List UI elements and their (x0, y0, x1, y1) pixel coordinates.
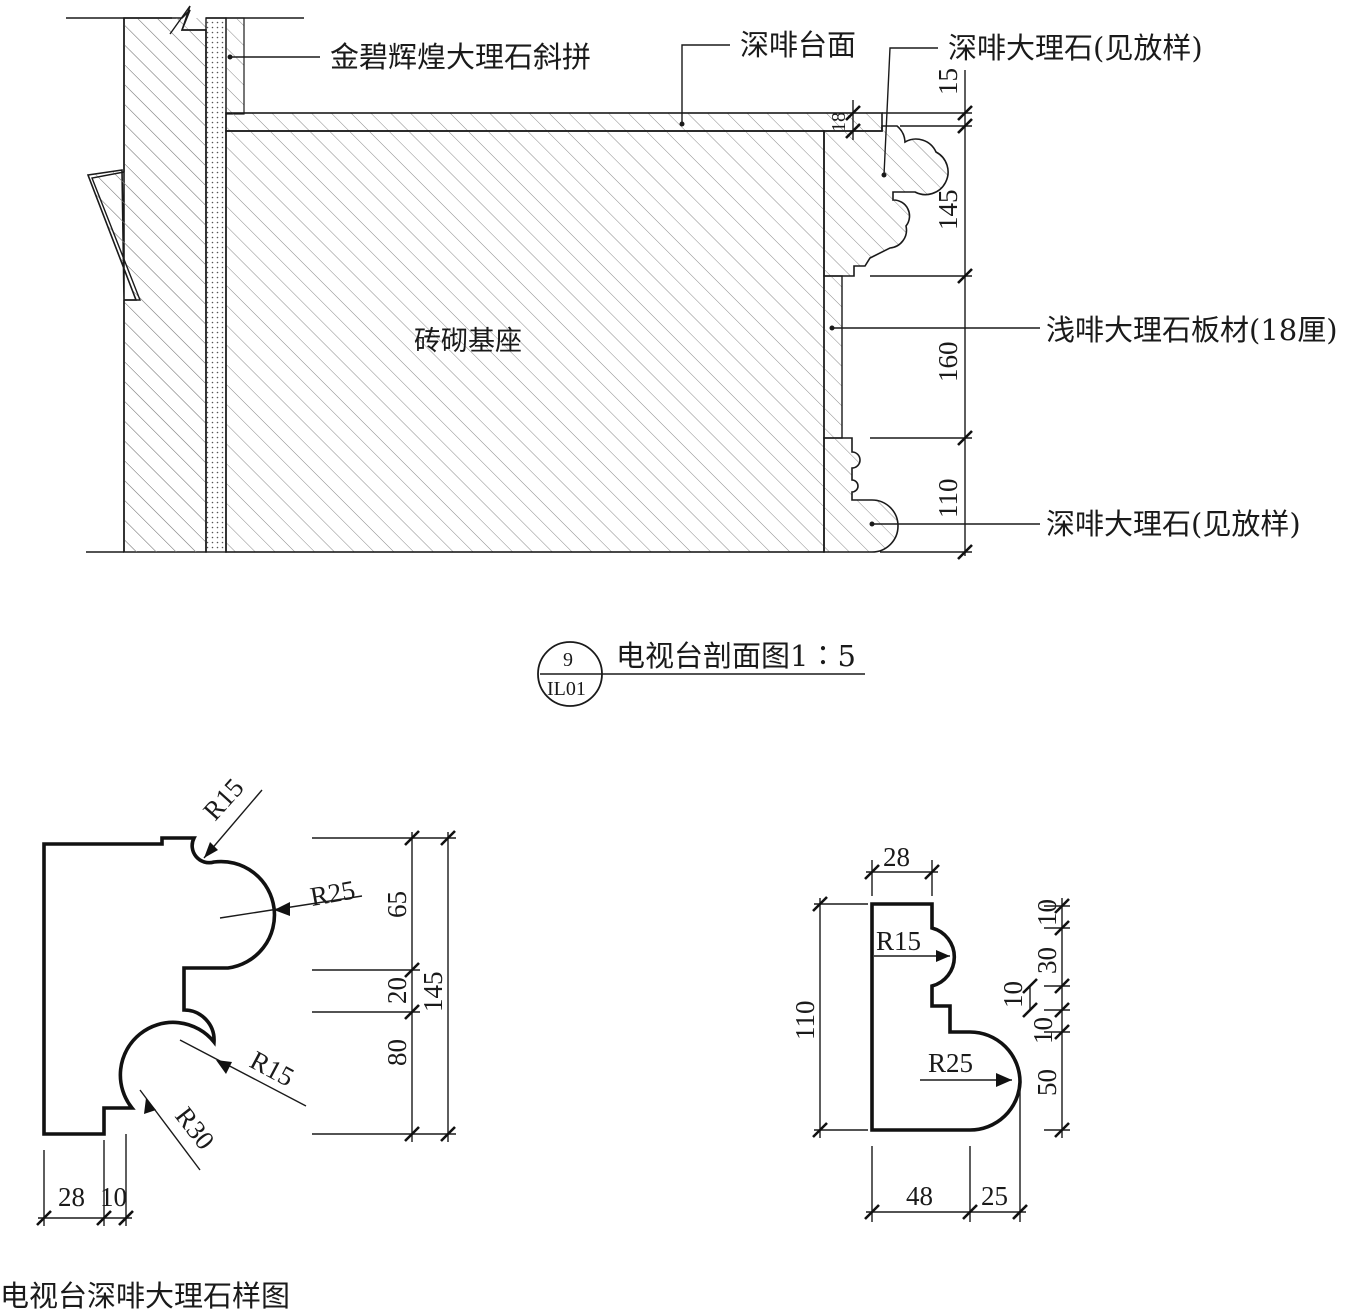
dim-15: 15 (933, 68, 963, 95)
left-dim-65: 65 (382, 891, 412, 918)
label-panel: 浅啡大理石板材(18厘) (1046, 313, 1338, 347)
counter-top-slab (225, 112, 883, 132)
profile-left-outline (42, 836, 277, 1136)
left-radius-1: R15 (197, 772, 249, 826)
right-dim-48: 48 (906, 1181, 933, 1211)
right-dim-50: 50 (1032, 1069, 1062, 1096)
profile-right-outline (870, 902, 1022, 1132)
left-dim-20: 20 (382, 977, 412, 1004)
left-radius-3: R15 (245, 1045, 299, 1093)
detail-bubble-sheet: IL01 (547, 678, 586, 700)
detail-bubble-number: 9 (563, 649, 573, 671)
label-wall-finish: 金碧辉煌大理石斜拼 (330, 40, 591, 74)
right-radius-1: R15 (876, 926, 921, 956)
dim-145: 145 (933, 190, 963, 231)
section-title-text: 电视台剖面图1∶5 (616, 639, 856, 673)
label-counter-top: 深啡台面 (740, 28, 856, 62)
right-dim-10b: 10 (998, 981, 1028, 1008)
left-dim-10: 10 (100, 1182, 127, 1212)
profile-right: 28 R15 R25 110 10 30 10 (790, 842, 1070, 1222)
left-radius-2: R25 (308, 875, 358, 912)
right-dim-110: 110 (790, 1001, 820, 1041)
left-dim-28: 28 (58, 1182, 85, 1212)
top-molding-section (823, 125, 949, 277)
left-dim-80: 80 (382, 1039, 412, 1066)
right-dim-10a: 10 (1032, 899, 1062, 926)
right-radius-2: R25 (928, 1048, 973, 1078)
left-dim-145: 145 (418, 972, 448, 1013)
panel-section (823, 275, 843, 439)
section-title: 9 IL01 电视台剖面图1∶5 (537, 639, 865, 707)
right-dim-25: 25 (981, 1181, 1008, 1211)
label-brick-base: 砖砌基座 (414, 326, 522, 357)
wall-body (92, 18, 206, 552)
right-dim-28: 28 (883, 842, 910, 872)
wall-finish-layer (205, 17, 227, 553)
dim-160: 160 (933, 342, 963, 383)
label-top-molding: 深啡大理石(见放样) (948, 31, 1203, 65)
profile-left: R15 R25 R15 R30 65 20 80 145 28 10 (36, 772, 456, 1226)
profile-caption: 电视台深啡大理石样图 (0, 1279, 290, 1313)
right-dim-10c: 10 (1028, 1017, 1058, 1044)
dim-110: 110 (933, 479, 963, 519)
left-radius-4: R30 (169, 1101, 220, 1155)
brick-base (225, 130, 825, 553)
section-drawing: 金碧辉煌大理石斜拼 深啡台面 深啡大理石(见放样) 浅啡大理石板材(18厘) 深… (66, 5, 1338, 560)
right-dim-30: 30 (1032, 947, 1062, 974)
label-bottom-molding: 深啡大理石(见放样) (1046, 507, 1301, 541)
bottom-molding-section (823, 437, 899, 553)
dim-top-thickness: 18 (828, 112, 850, 132)
